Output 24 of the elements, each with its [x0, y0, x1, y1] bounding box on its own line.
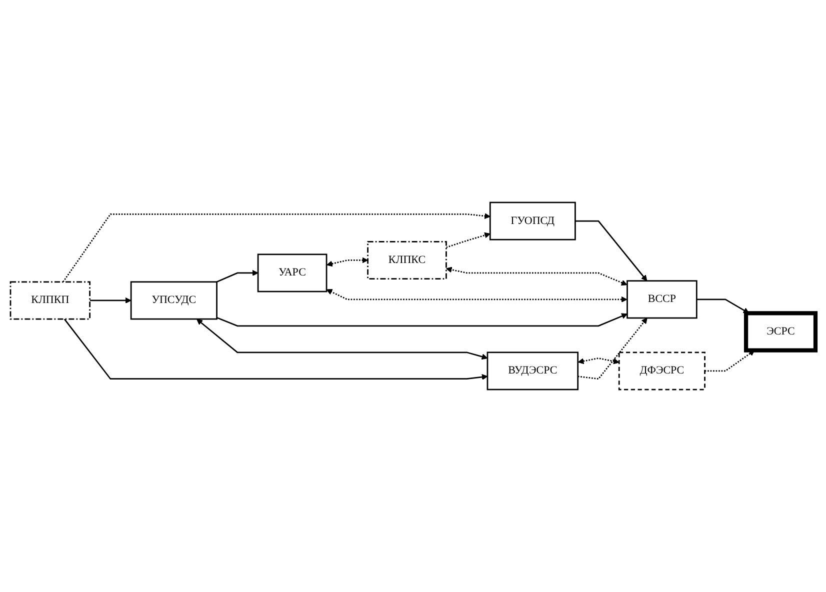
- arrow: [64, 318, 488, 380]
- node-box: ВССР: [626, 280, 698, 319]
- arrow: [696, 298, 750, 314]
- node-box: ВУДЭСРС: [486, 352, 579, 390]
- node-box: КЛПКП: [10, 281, 90, 320]
- arrow: [575, 220, 648, 282]
- node-box: ДФЭСРС: [618, 352, 706, 390]
- arrow: [90, 297, 132, 304]
- arrow: [326, 289, 628, 302]
- node-box: УАРС: [257, 254, 328, 292]
- node-box: УПСУДС: [130, 281, 218, 320]
- arrow: [216, 313, 628, 327]
- node-box: ЭСРС: [744, 311, 818, 352]
- arrow: [446, 266, 628, 286]
- arrow: [62, 213, 490, 282]
- arrow: [578, 318, 648, 380]
- node-box: ГУОПСД: [489, 202, 576, 240]
- arrow: [196, 318, 488, 360]
- arrow: [326, 257, 368, 267]
- arrow: [578, 358, 620, 364]
- arrow: [216, 270, 258, 283]
- node-box: КЛПКС: [367, 240, 447, 280]
- arrow: [704, 350, 755, 372]
- arrow: [446, 232, 490, 248]
